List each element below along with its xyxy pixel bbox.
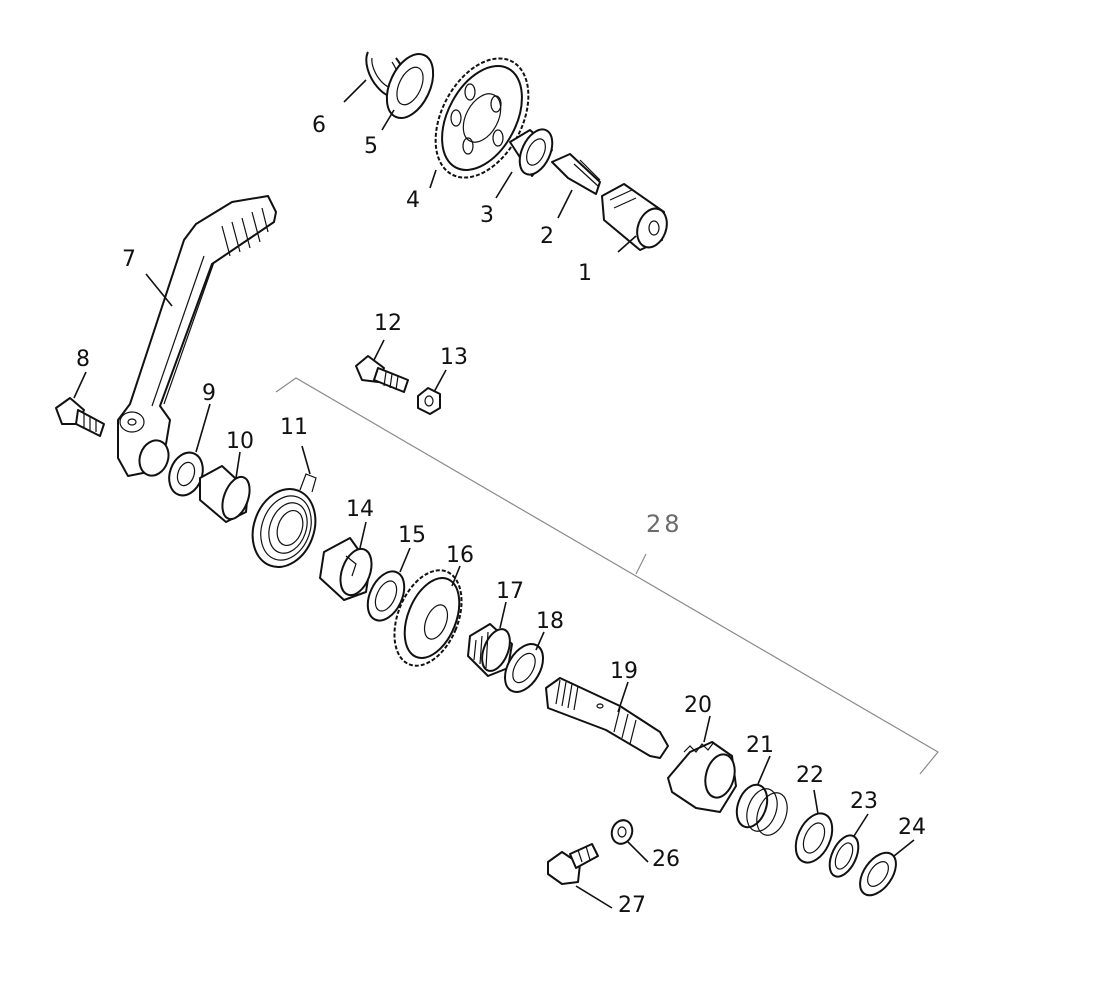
label-part-17: 17	[496, 579, 524, 604]
part-4-gear	[434, 57, 530, 179]
leader-14	[359, 521, 367, 549]
label-part-24: 24	[898, 815, 926, 840]
leader-19	[617, 681, 629, 713]
part-26-washer	[610, 819, 634, 845]
part-24-washer	[859, 851, 897, 897]
part-22-washer	[794, 812, 834, 864]
label-part-13: 13	[440, 345, 468, 370]
leader-12	[373, 339, 385, 361]
leader-18	[535, 631, 545, 651]
leader-22	[813, 789, 819, 815]
leader-8	[73, 371, 87, 399]
leader-7	[145, 273, 173, 307]
part-12-bolt	[355, 355, 409, 393]
leader-9	[195, 403, 211, 453]
leader-24	[893, 839, 915, 857]
label-part-7: 7	[122, 247, 136, 272]
leader-3	[495, 171, 513, 199]
leader-2	[557, 189, 573, 219]
part-19-kickstart-shaft	[545, 677, 669, 759]
label-part-12: 12	[374, 311, 402, 336]
leader-26	[627, 841, 649, 863]
part-10-bushing	[199, 465, 251, 523]
label-part-27: 27	[618, 893, 646, 918]
part-8-bolt	[55, 397, 105, 437]
label-part-3: 3	[480, 203, 494, 228]
label-part-20: 20	[684, 693, 712, 718]
part-18-washer	[504, 643, 544, 693]
label-part-11: 11	[280, 415, 308, 440]
label-part-18: 18	[536, 609, 564, 634]
label-part-2: 2	[540, 224, 554, 249]
leader-11	[301, 445, 311, 475]
part-21-spring	[735, 783, 788, 836]
part-15-washer	[366, 570, 406, 622]
part-11-spring	[251, 473, 317, 568]
leader-27	[575, 885, 613, 909]
label-part-22: 22	[796, 763, 824, 788]
leader-6	[343, 79, 367, 103]
label-part-6: 6	[312, 113, 326, 138]
leader-17	[499, 601, 507, 629]
leader-20	[703, 715, 711, 743]
label-assembly-28: 28	[646, 510, 683, 538]
leader-23	[853, 813, 869, 837]
label-part-16: 16	[446, 543, 474, 568]
part-14-clip	[319, 537, 373, 601]
label-part-5: 5	[364, 134, 378, 159]
part-7-kick-lever	[117, 195, 277, 477]
label-part-8: 8	[76, 347, 90, 372]
leader-16	[451, 565, 461, 587]
part-27-bolt	[547, 843, 599, 885]
leader-5	[381, 109, 395, 131]
leader-13	[433, 369, 447, 393]
label-part-23: 23	[850, 789, 878, 814]
part-20-ratchet	[667, 741, 737, 813]
label-part-14: 14	[346, 497, 374, 522]
label-part-19: 19	[610, 659, 638, 684]
part-3-bearing	[509, 128, 554, 177]
leader-1	[617, 235, 637, 253]
part-17-needle-bearing	[467, 623, 513, 677]
part-16-gear	[393, 569, 463, 667]
assembly-28-bracket	[275, 377, 939, 775]
part-5-washer	[385, 53, 435, 119]
label-part-4: 4	[406, 188, 420, 213]
leader-10	[235, 451, 241, 479]
label-part-26: 26	[652, 847, 680, 872]
part-23-circlip	[828, 834, 860, 878]
label-part-10: 10	[226, 429, 254, 454]
label-part-1: 1	[578, 261, 592, 286]
label-part-9: 9	[202, 381, 216, 406]
part-1-shaft	[601, 183, 668, 251]
label-part-21: 21	[746, 733, 774, 758]
label-part-15: 15	[398, 523, 426, 548]
part-13-nut	[417, 387, 441, 415]
part-2-pin	[551, 153, 601, 195]
leader-4	[429, 169, 437, 189]
leader-15	[399, 547, 411, 573]
leader-21	[757, 755, 771, 785]
